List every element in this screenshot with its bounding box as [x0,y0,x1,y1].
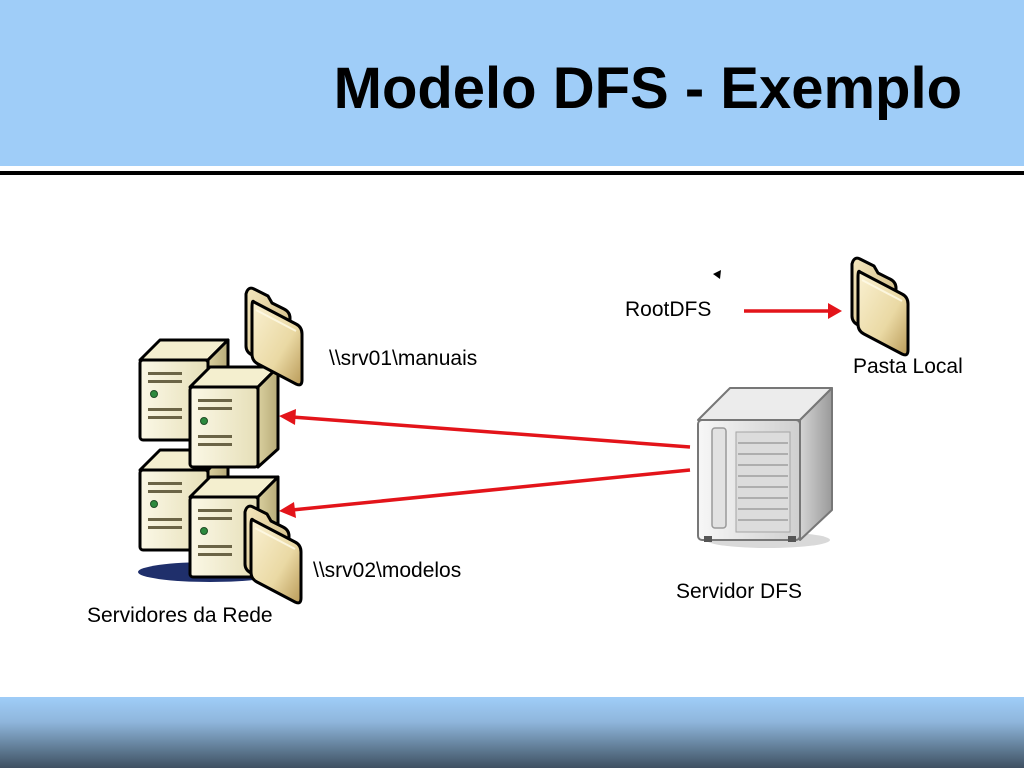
slide-title: Modelo DFS - Exemplo [333,56,962,121]
network-servers-label: Servidores da Rede [87,604,273,627]
share-label-srv02: \\srv02\modelos [313,559,462,582]
connector-dfs-to-srv01 [279,409,691,449]
footer-bar [0,697,1024,768]
connector-dfs-to-srv02 [279,468,691,518]
dfs-server-label: Servidor DFS [676,580,803,603]
local-folder-icon [850,256,910,357]
title-bar: Modelo DFS - Exemplo [0,0,1024,166]
share-folder-icon-srv02 [243,504,303,605]
pointer-mark [713,270,721,279]
local-folder-label: Pasta Local [853,355,963,378]
root-dfs-label: RootDFS [625,298,712,321]
connector-root-to-local [744,303,842,319]
header-divider-light [0,166,1024,171]
tower-server-icon [697,387,833,548]
share-label-srv01: \\srv01\manuais [329,347,478,370]
header-divider [0,171,1024,175]
